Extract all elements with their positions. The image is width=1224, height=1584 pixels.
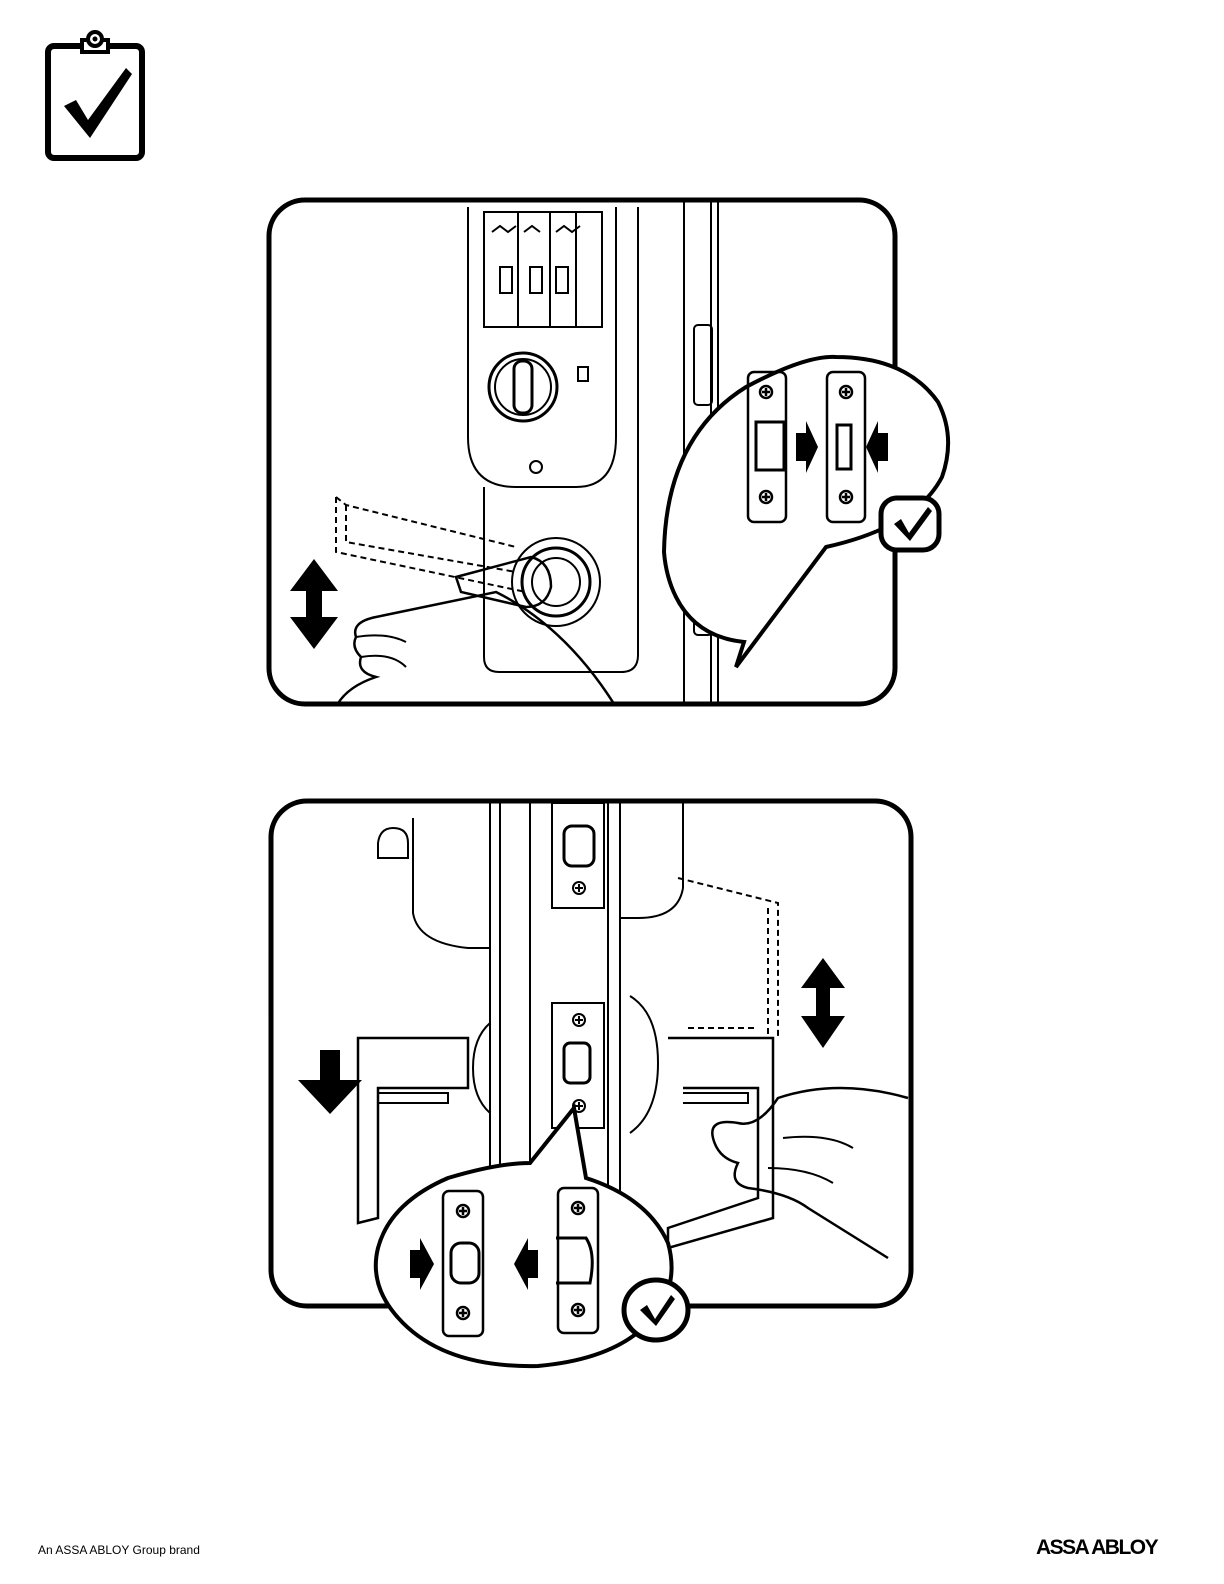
panel-1-illustration — [266, 197, 956, 709]
clipboard-checkmark-icon — [44, 30, 148, 164]
checkmark-badge-icon — [624, 1280, 688, 1340]
panel-2-illustration — [268, 798, 918, 1378]
assa-abloy-logo: ASSA ABLOY — [1036, 1536, 1157, 1560]
checkmark-badge-icon — [881, 498, 939, 550]
brand-statement: An ASSA ABLOY Group brand — [38, 1543, 200, 1557]
